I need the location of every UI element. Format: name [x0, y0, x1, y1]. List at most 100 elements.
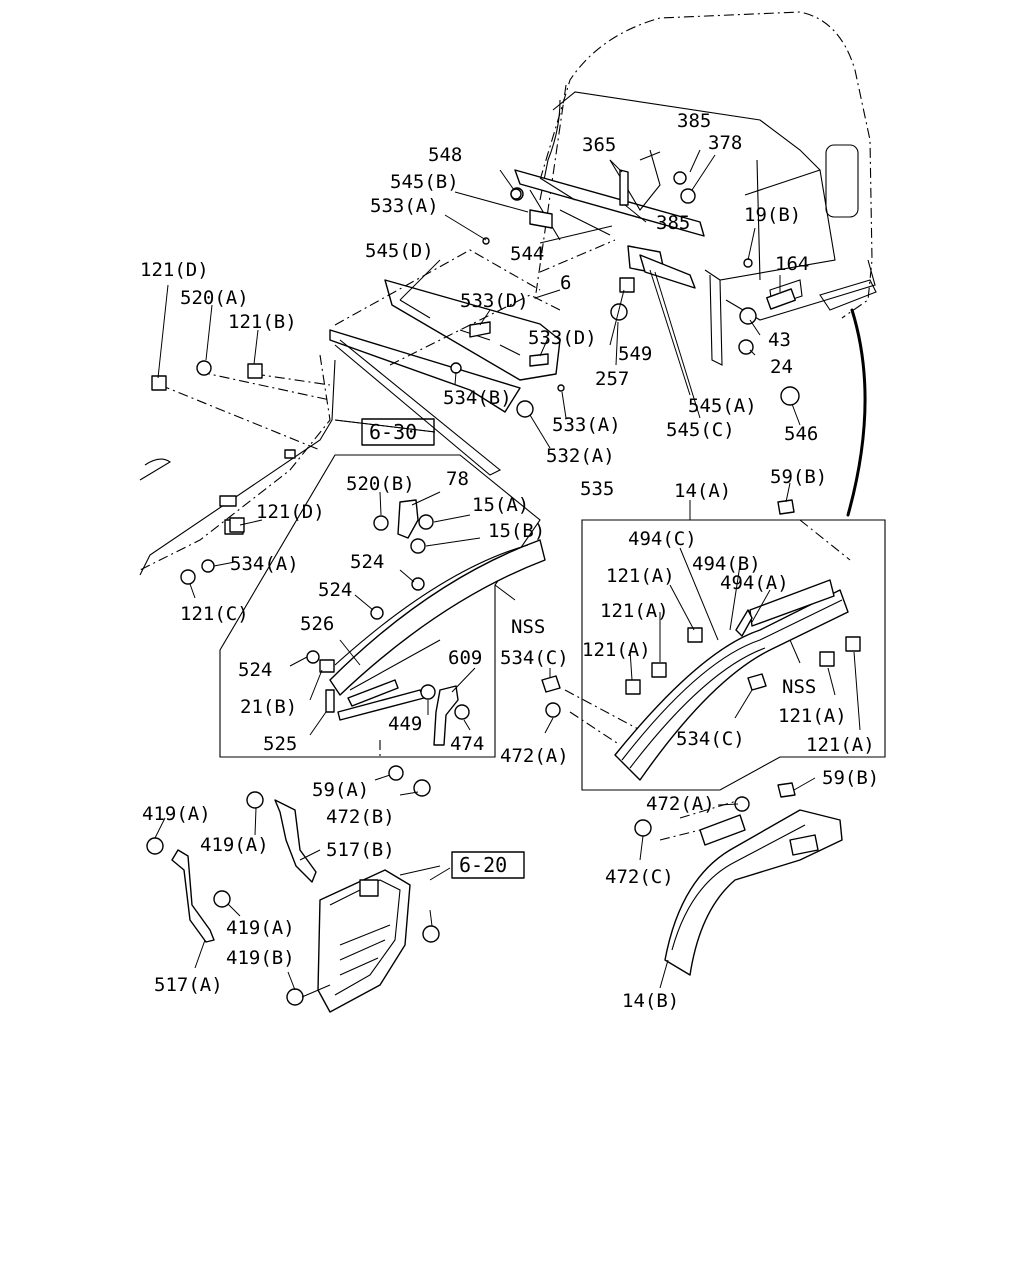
label-533a-bot: 533(A) — [552, 414, 621, 436]
bolt-step — [422, 925, 440, 943]
label-524-3: 524 — [238, 659, 272, 681]
label-535: 535 — [580, 478, 614, 500]
label-549: 549 — [618, 343, 652, 365]
label-494a: 494(A) — [720, 572, 789, 594]
clip-121a-3 — [625, 679, 641, 695]
label-21b: 21(B) — [240, 696, 297, 718]
leader-lines — [154, 149, 861, 998]
step-brackets — [146, 791, 317, 1006]
label-nss-1: NSS — [511, 616, 545, 638]
clip-549 — [619, 277, 635, 293]
screw-534b — [450, 362, 462, 374]
label-494c: 494(C) — [628, 528, 697, 550]
label-545c: 545(C) — [666, 419, 735, 441]
bolt-15b — [410, 538, 426, 554]
windshield-trim — [482, 149, 705, 289]
label-520b: 520(B) — [346, 473, 415, 495]
grommet-43 — [739, 307, 757, 325]
clip-19b — [743, 258, 753, 268]
label-121a-4: 121(A) — [778, 705, 847, 727]
clip-534c-1 — [541, 675, 561, 693]
label-43: 43 — [768, 329, 791, 351]
clip-121a-1 — [687, 627, 703, 643]
label-520a: 520(A) — [180, 287, 249, 309]
screw-524-3 — [306, 650, 320, 664]
bolt-532a — [516, 400, 534, 418]
bracket-609 — [433, 685, 459, 746]
label-472a-1: 472(A) — [500, 745, 569, 767]
label-385-a: 385 — [677, 110, 711, 132]
clip-121a-4 — [819, 651, 835, 667]
bolt-419b — [286, 988, 304, 1006]
label-524-2: 524 — [318, 579, 352, 601]
clip-533a — [557, 384, 565, 392]
label-59a: 59(A) — [312, 779, 369, 801]
bolt-548 — [510, 188, 522, 200]
clip-59b-bot — [777, 782, 796, 798]
label-534c-1: 534(C) — [500, 647, 569, 669]
screw-524-2 — [370, 606, 384, 620]
routing-line — [846, 308, 867, 517]
label-419a-1: 419(A) — [142, 803, 211, 825]
label-525: 525 — [263, 733, 297, 755]
part-labels: 385 378 365 548 545(B) 533(A) 385 19(B) … — [140, 110, 879, 1012]
label-533d-2: 533(D) — [528, 327, 597, 349]
label-257: 257 — [595, 368, 629, 390]
label-nss-2: NSS — [782, 676, 816, 698]
label-59b-bot: 59(B) — [822, 767, 879, 789]
clip-164 — [766, 288, 796, 310]
label-419a-3: 419(A) — [226, 917, 295, 939]
label-121a-3: 121(A) — [582, 639, 651, 661]
label-24: 24 — [770, 356, 793, 378]
label-449: 449 — [388, 713, 422, 735]
label-609: 609 — [448, 647, 482, 669]
label-517b: 517(B) — [326, 839, 395, 861]
label-472b: 472(B) — [326, 806, 395, 828]
label-534a: 534(A) — [230, 553, 299, 575]
label-385-b: 385 — [656, 212, 690, 234]
label-474: 474 — [450, 733, 484, 755]
label-526: 526 — [300, 613, 334, 635]
label-164: 164 — [775, 253, 809, 275]
bolt-385 — [673, 171, 687, 185]
label-419a-2: 419(A) — [200, 834, 269, 856]
ref-6-20-label: 6-20 — [459, 853, 507, 877]
bolt-257 — [610, 303, 628, 321]
label-533d-1: 533(D) — [460, 290, 529, 312]
construction-lines — [159, 239, 851, 841]
label-545b: 545(B) — [390, 171, 459, 193]
label-472c: 472(C) — [605, 866, 674, 888]
label-472a-2: 472(A) — [646, 793, 715, 815]
bolt-472c — [634, 819, 652, 837]
label-494b: 494(B) — [692, 553, 761, 575]
screw-121c — [180, 569, 196, 585]
lower-step-trim — [634, 782, 843, 976]
label-378: 378 — [708, 132, 742, 154]
label-419b: 419(B) — [226, 947, 295, 969]
label-365: 365 — [582, 134, 616, 156]
label-121a-2: 121(A) — [600, 600, 669, 622]
label-533a-top: 533(A) — [370, 195, 439, 217]
clip-121a-2 — [651, 662, 667, 678]
label-546: 546 — [784, 423, 818, 445]
label-59b-top: 59(B) — [770, 466, 827, 488]
clip-21b — [319, 659, 335, 673]
fender-inner-panel — [139, 354, 336, 576]
reference-box-6-20: 6-20 — [451, 851, 525, 879]
group-boundary-14a — [581, 519, 886, 791]
nut-59a — [388, 765, 404, 781]
group-boundary-535 — [219, 454, 541, 758]
label-517a: 517(A) — [154, 974, 223, 996]
label-534c-2: 534(C) — [676, 728, 745, 750]
screw-534a — [201, 559, 215, 573]
bracket-78 — [397, 499, 419, 539]
nut-520a — [196, 360, 212, 376]
label-121c: 121(C) — [180, 603, 249, 625]
nut-520b — [373, 515, 389, 531]
bolt-472a-1 — [545, 702, 561, 718]
clip-534c-2 — [747, 673, 767, 691]
bolt-474 — [454, 704, 470, 720]
label-534b: 534(B) — [443, 387, 512, 409]
label-78: 78 — [446, 468, 469, 490]
